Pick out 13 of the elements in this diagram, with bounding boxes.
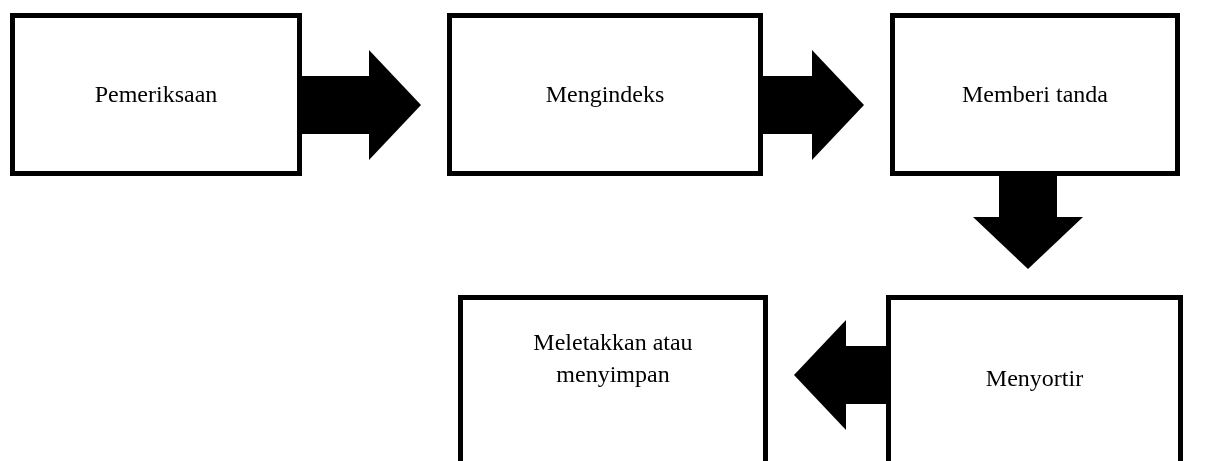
process-box	[447, 13, 763, 176]
process-box	[458, 295, 768, 461]
process-box	[886, 295, 1183, 461]
box-label: Mengindeks	[545, 80, 665, 110]
box-label: Memberi tanda	[962, 80, 1108, 110]
block-arrow	[763, 50, 864, 160]
box-label: Meletakkan atau menyimpan	[532, 327, 694, 389]
box-label: Menyortir	[985, 363, 1084, 393]
process-box	[890, 13, 1180, 176]
block-arrow	[302, 50, 421, 160]
block-arrow	[973, 176, 1083, 269]
process-box	[10, 13, 302, 176]
box-label: Pemeriksaan	[94, 80, 218, 110]
